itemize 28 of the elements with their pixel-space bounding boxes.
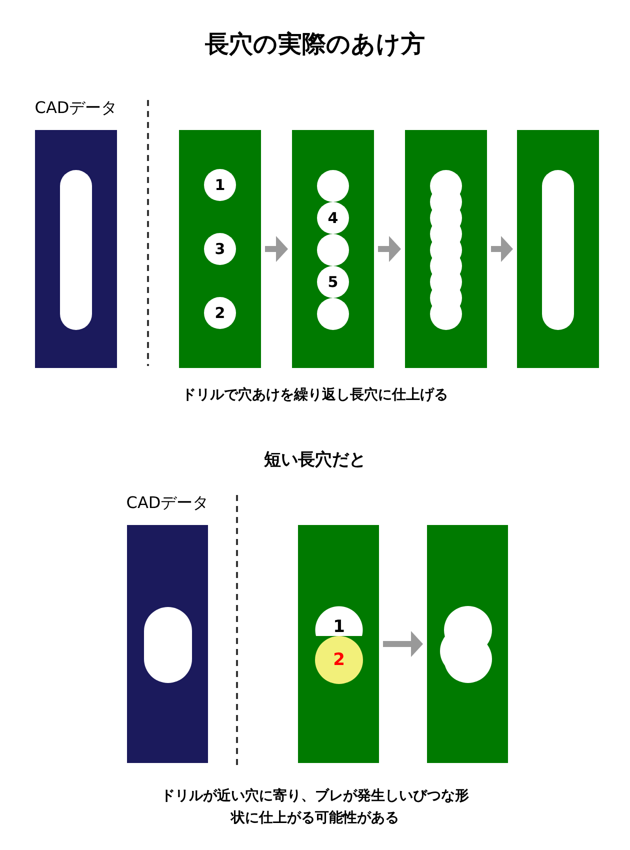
caption-text: CADデータ — [34, 97, 118, 119]
arrow — [378, 236, 401, 262]
drill-hole — [317, 298, 349, 330]
plate-drawing — [179, 130, 261, 368]
caption-text: 短い長穴だと — [262, 449, 367, 472]
caption-text: ドリルが近い穴に寄り、ブレが発生しいびつな形状に仕上がる可能性がある — [160, 786, 470, 828]
drill-hole: 1 — [315, 606, 363, 636]
plate-drawing — [292, 130, 374, 368]
drill-hole — [317, 234, 349, 266]
drill-hole: 2 — [315, 636, 363, 684]
arrow — [383, 631, 423, 657]
drill-hole: 2 — [204, 297, 236, 329]
drill-hole: 1 — [204, 169, 236, 201]
plate-drawing — [298, 525, 379, 763]
arrow — [491, 236, 513, 262]
plate-drawing — [405, 130, 487, 368]
drill-hole: 4 — [317, 202, 349, 234]
drill-hole — [317, 170, 349, 202]
caption-text: ドリルで穴あけを繰り返し長穴に仕上げる — [181, 386, 449, 405]
plate-drawing — [517, 130, 599, 368]
cad-plate-drawing — [35, 130, 117, 368]
plate-drawing — [427, 525, 508, 763]
drill-hole: 5 — [317, 266, 349, 298]
caption-text: CADデータ — [125, 492, 210, 514]
drill-hole: 3 — [204, 233, 236, 265]
cad-plate-drawing — [127, 525, 208, 763]
arrow — [265, 236, 288, 262]
title: 長穴の実際のあけ方 — [204, 29, 426, 60]
